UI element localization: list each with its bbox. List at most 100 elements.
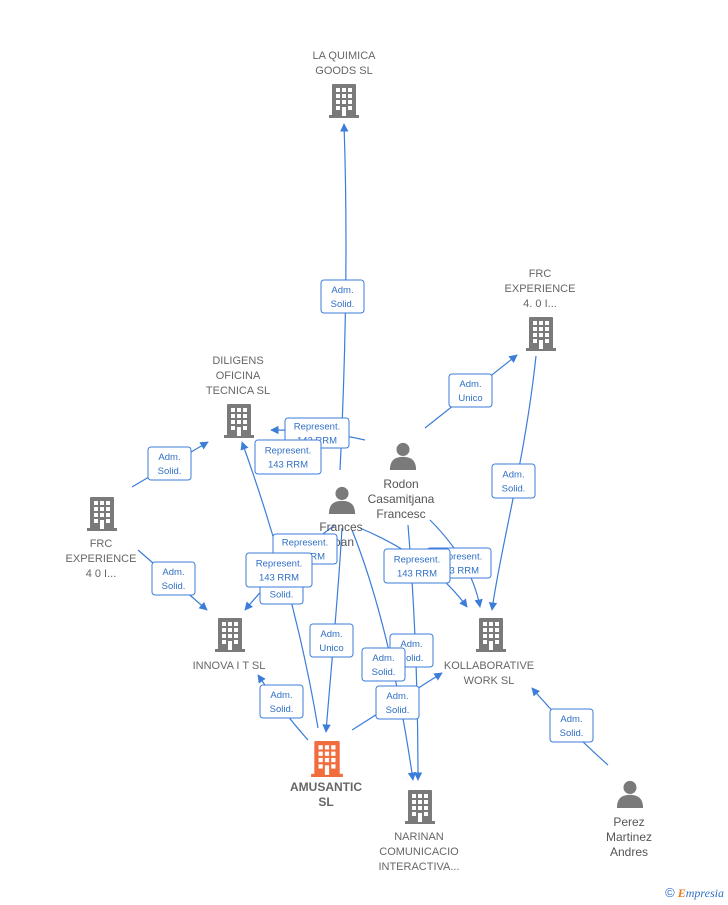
badge-label: Adm. xyxy=(158,452,180,463)
badge-box xyxy=(254,439,322,475)
badge-box xyxy=(309,623,354,658)
copyright-icon: © xyxy=(665,885,675,900)
label-line: GOODS SL xyxy=(315,65,372,77)
badge-label: 143 RRM xyxy=(268,460,308,471)
company-label: DILIGENS OFICINA TECNICA SL xyxy=(206,355,270,397)
label-line: Andres xyxy=(610,845,648,859)
badge-box xyxy=(151,561,196,596)
label-line: Rodon xyxy=(383,477,418,491)
relation-badge[interactable]: Represent.143 RRM xyxy=(383,548,451,584)
badge-label: Solid. xyxy=(270,704,294,715)
label-line: COMUNICACIO xyxy=(379,846,459,858)
company-laquimica[interactable]: LA QUIMICA GOODS SL xyxy=(313,50,377,118)
relation-badge[interactable]: Adm. Solid. xyxy=(491,463,536,499)
badge-label: 143 RRM xyxy=(259,573,299,584)
badge-label: Solid. xyxy=(331,299,355,310)
building-icon xyxy=(476,618,506,652)
edge-frc-top-kollab xyxy=(488,355,537,611)
badge-label: Unico xyxy=(458,393,482,404)
label-line: EXPERIENCE xyxy=(66,553,137,565)
building-icon xyxy=(329,84,359,118)
relation-badge[interactable]: Adm.Unico xyxy=(309,623,354,658)
badge-label: Solid. xyxy=(158,466,182,477)
edges xyxy=(131,123,609,781)
label-line: EXPERIENCE xyxy=(505,283,576,295)
company-diligens[interactable]: DILIGENS OFICINA TECNICA SL xyxy=(206,355,270,438)
label-line: KOLLABORATIVE xyxy=(444,660,534,672)
relation-badges: Adm.Solid. Adm.Unico Adm.Solid. Represen… xyxy=(147,279,594,743)
relation-badge[interactable]: Adm. Solid. xyxy=(259,684,304,719)
company-innova[interactable]: INNOVA I T SL xyxy=(193,618,266,672)
badge-label: Unico xyxy=(319,643,343,654)
label-line: TECNICA SL xyxy=(206,385,270,397)
badge-label: Adm. xyxy=(560,714,582,725)
badge-label: 143 RRM xyxy=(397,569,437,580)
badge-label: Solid. xyxy=(502,484,526,495)
badge-label: Represent. xyxy=(436,552,482,563)
badge-label: Represent. xyxy=(282,538,328,549)
badge-label: 143 RRM xyxy=(439,566,479,577)
badge-label: Represent. xyxy=(256,559,302,570)
person-icon xyxy=(328,486,356,514)
label-line: 4 0 I... xyxy=(86,568,117,580)
person-icon xyxy=(616,780,644,808)
label-line: Francesc xyxy=(376,507,425,521)
building-icon xyxy=(405,790,435,824)
badge-box xyxy=(383,548,451,584)
building-icon xyxy=(224,404,254,438)
label-line: NARINAN xyxy=(394,831,444,843)
relation-badge[interactable]: Adm.Solid. xyxy=(361,647,406,682)
badge-box xyxy=(549,708,594,743)
relation-badge[interactable]: Represent. 143 RRM xyxy=(245,552,313,588)
company-label: LA QUIMICA GOODS SL xyxy=(313,50,377,77)
label-line: AMUSANTIC xyxy=(290,780,362,794)
relation-badge[interactable]: Adm. Solid. xyxy=(147,446,192,481)
building-icon xyxy=(526,317,556,351)
badge-box xyxy=(375,685,420,720)
relation-badge[interactable]: Adm.Unico xyxy=(448,373,493,408)
badge-label: Adm. xyxy=(331,285,353,296)
badge-label: Solid. xyxy=(400,653,424,664)
badge-box xyxy=(448,373,493,408)
label-line: OFICINA xyxy=(216,370,261,382)
label-line: Casamitjana xyxy=(368,492,435,506)
label-line: INNOVA I T SL xyxy=(193,660,266,672)
badge-label: Solid. xyxy=(560,728,584,739)
badge-label: Adm. xyxy=(270,690,292,701)
badge-box xyxy=(491,463,536,499)
label-line: FRC xyxy=(90,538,113,550)
label-line: SL xyxy=(318,795,333,809)
company-label: INNOVA I T SL xyxy=(193,660,266,672)
company-label: FRC EXPERIENCE 4 0 I... xyxy=(66,538,137,580)
label-line: LA QUIMICA xyxy=(313,50,377,62)
company-frc-left[interactable]: FRC EXPERIENCE 4 0 I... xyxy=(66,497,137,580)
brand-name: mpresia xyxy=(685,886,724,900)
badge-label: Adm. xyxy=(372,653,394,664)
relation-badge[interactable]: Adm.Solid. xyxy=(151,561,196,596)
relation-badge[interactable]: Adm. Solid. xyxy=(549,708,594,743)
badge-label: Adm. xyxy=(162,567,184,578)
badge-label: Adm. xyxy=(502,470,524,481)
relation-badge[interactable]: Adm. Solid. xyxy=(320,279,365,314)
badge-box xyxy=(147,446,192,481)
label-line: Perez xyxy=(613,815,644,829)
relation-badge[interactable]: Represent.143 RRM xyxy=(254,439,322,475)
building-icon xyxy=(311,741,343,777)
relation-badge[interactable]: Adm.Solid. xyxy=(375,685,420,720)
badge-label: Represent. xyxy=(294,422,340,433)
label-line: DILIGENS xyxy=(212,355,263,367)
